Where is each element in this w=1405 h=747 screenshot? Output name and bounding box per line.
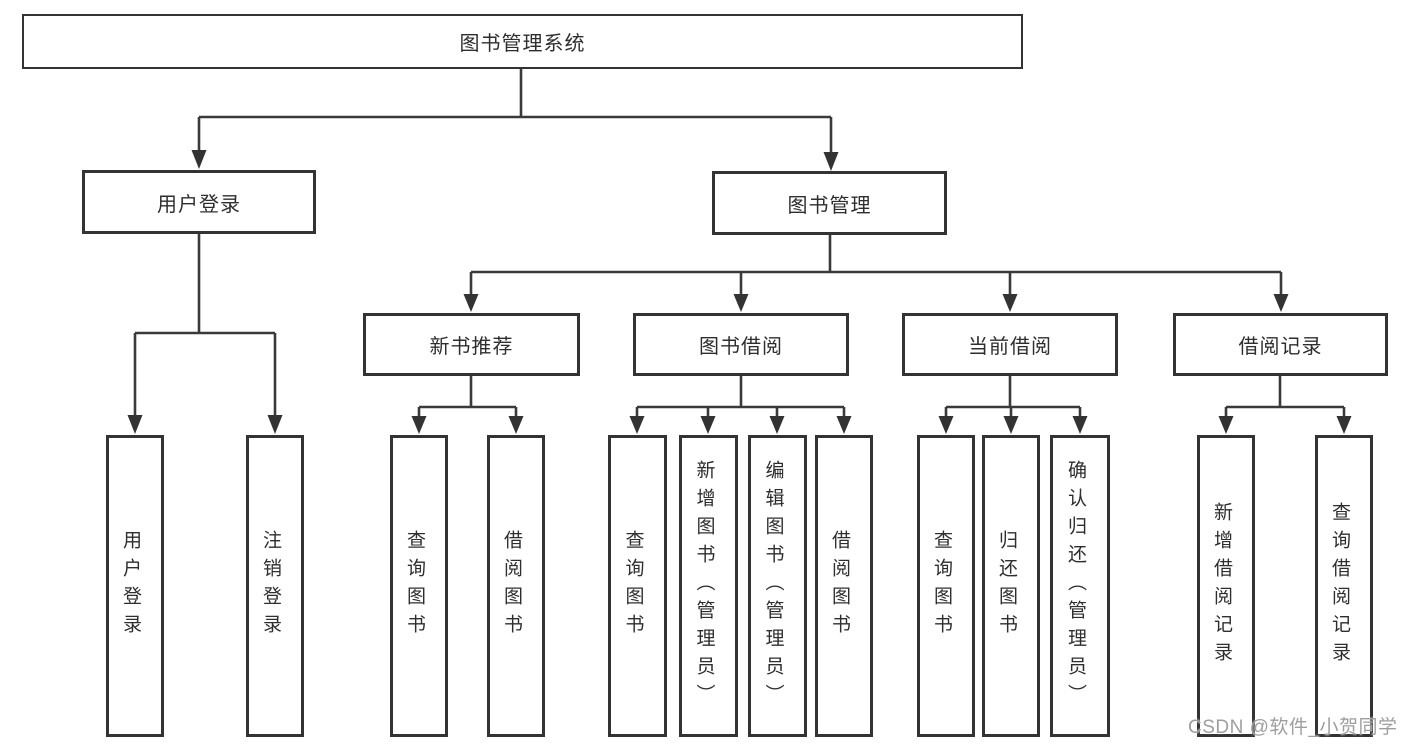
node-root-library-system: 图书管理系统 bbox=[22, 14, 1023, 69]
tree-edges bbox=[133, 67, 1346, 419]
leaf-add-borrow-record: 新增借阅记录 bbox=[1197, 435, 1255, 737]
leaf-query-books-current: 查询图书 bbox=[917, 435, 975, 737]
leaf-label: 确认归还（管理员） bbox=[1065, 460, 1086, 712]
leaf-add-book-admin: 新增图书（管理员） bbox=[679, 435, 738, 737]
node-new-book-recommendation: 新书推荐 bbox=[363, 313, 580, 376]
leaf-query-books-borrowing: 查询图书 bbox=[608, 435, 667, 737]
node-label: 新书推荐 bbox=[429, 336, 514, 358]
node-label: 图书管理系统 bbox=[459, 33, 586, 55]
leaf-label: 查询图书 bbox=[404, 530, 425, 642]
node-label: 图书管理 bbox=[787, 194, 872, 217]
node-book-management: 图书管理 bbox=[712, 171, 947, 235]
node-book-borrowing: 图书借阅 bbox=[633, 313, 849, 376]
node-label: 当前借阅 bbox=[968, 336, 1052, 358]
node-label: 借阅记录 bbox=[1238, 336, 1323, 358]
leaf-label: 编辑图书（管理员） bbox=[762, 460, 784, 712]
leaf-label: 新增借阅记录 bbox=[1211, 502, 1232, 670]
leaf-label: 借阅图书 bbox=[829, 530, 850, 642]
leaf-user-login: 用户登录 bbox=[106, 435, 164, 737]
leaf-borrow-books: 借阅图书 bbox=[815, 435, 873, 737]
node-borrowing-records: 借阅记录 bbox=[1173, 313, 1388, 376]
leaf-logout: 注销登录 bbox=[246, 435, 304, 737]
node-current-borrowing: 当前借阅 bbox=[902, 313, 1118, 376]
leaf-return-books: 归还图书 bbox=[982, 435, 1040, 737]
leaf-label: 查询图书 bbox=[622, 530, 644, 642]
leaf-borrow-books-recommend: 借阅图书 bbox=[487, 435, 545, 737]
leaf-query-borrow-record: 查询借阅记录 bbox=[1315, 435, 1373, 737]
csdn-watermark: CSDN @软件_小贺同学 bbox=[1188, 717, 1398, 738]
node-user-login: 用户登录 bbox=[82, 170, 316, 234]
leaf-label: 归还图书 bbox=[996, 530, 1017, 642]
leaf-confirm-return-admin: 确认归还（管理员） bbox=[1050, 435, 1110, 737]
leaf-label: 查询图书 bbox=[931, 530, 952, 642]
node-label: 图书借阅 bbox=[699, 336, 783, 358]
leaf-label: 借阅图书 bbox=[501, 530, 522, 642]
leaf-query-books-recommend: 查询图书 bbox=[390, 435, 448, 737]
leaf-label: 新增图书（管理员） bbox=[693, 460, 715, 712]
leaf-label: 查询借阅记录 bbox=[1329, 502, 1350, 670]
leaf-edit-book-admin: 编辑图书（管理员） bbox=[748, 435, 807, 737]
leaf-label: 用户登录 bbox=[120, 530, 141, 642]
node-label: 用户登录 bbox=[157, 193, 241, 216]
leaf-label: 注销登录 bbox=[260, 530, 281, 642]
